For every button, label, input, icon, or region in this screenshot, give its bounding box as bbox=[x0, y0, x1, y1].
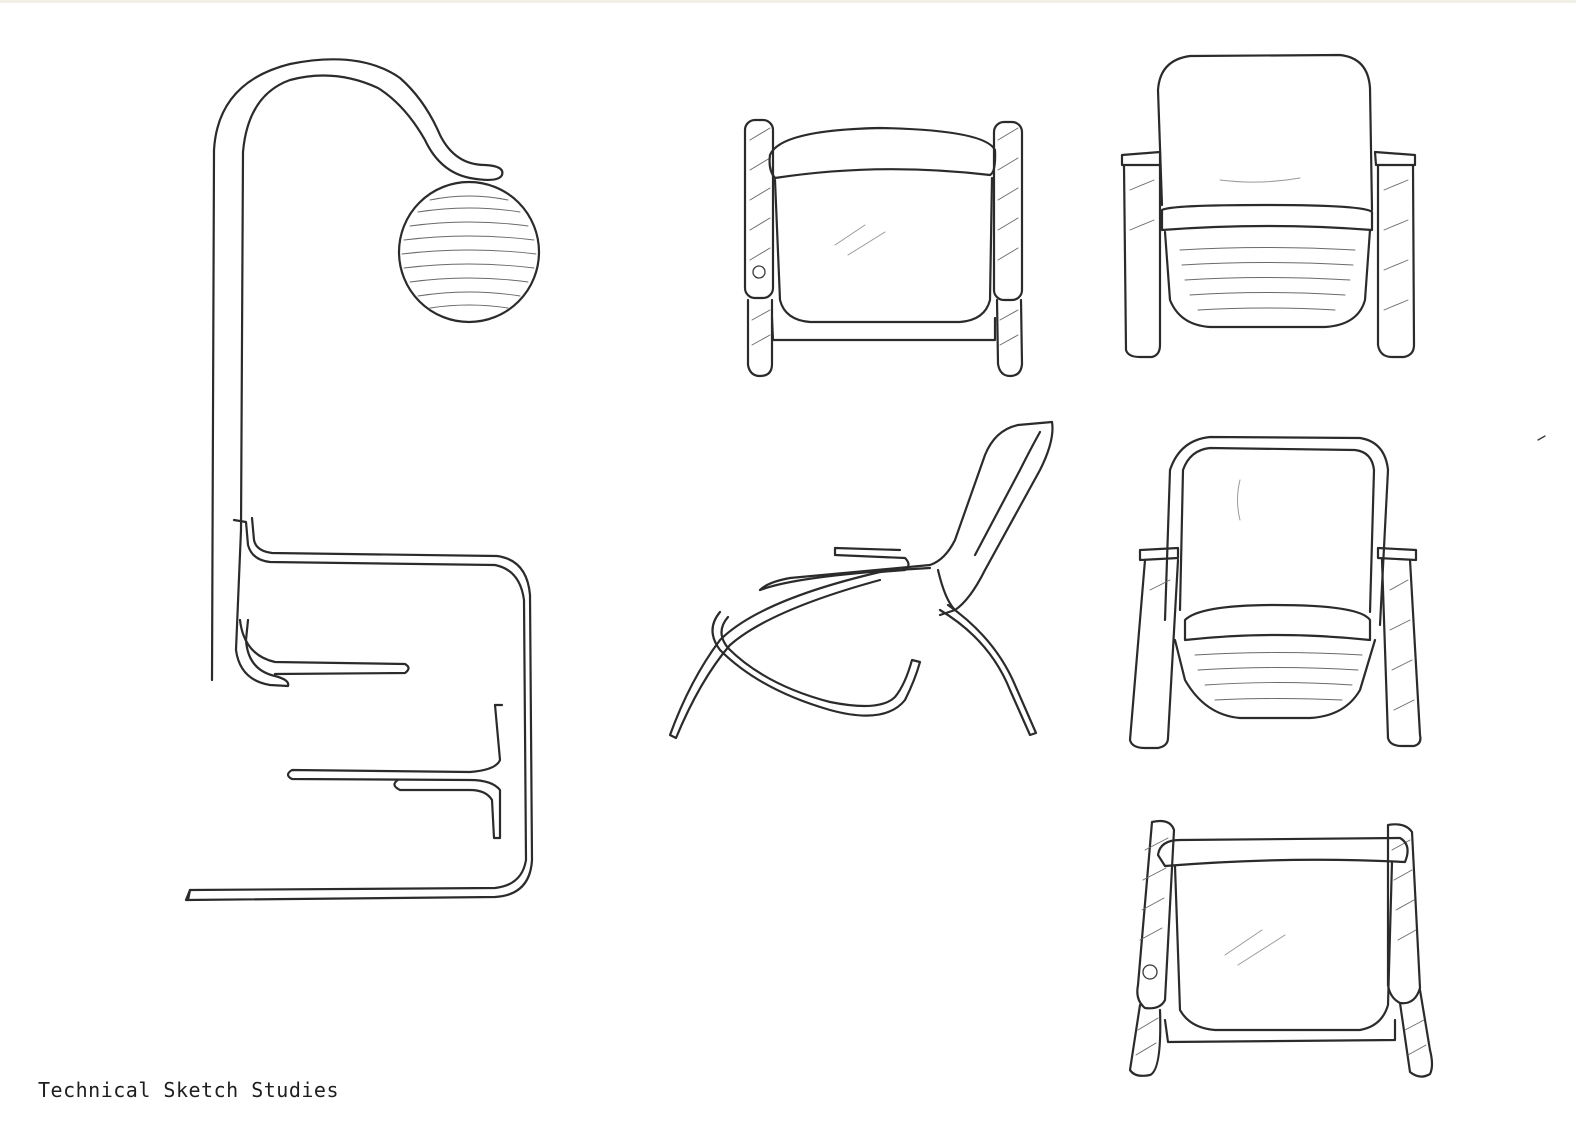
chair-top-view-1 bbox=[743, 118, 1024, 378]
chair-front-view-1 bbox=[1120, 53, 1417, 359]
chair-front-view-2 bbox=[1128, 435, 1422, 750]
chair-knob-2 bbox=[1142, 964, 1158, 980]
lamp-globe-hatching bbox=[401, 195, 537, 309]
stray-mark bbox=[1537, 435, 1546, 441]
floor-lamp-sketch bbox=[184, 58, 541, 902]
chair-side-view bbox=[668, 420, 1054, 740]
sheet-caption: Technical Sketch Studies bbox=[38, 1078, 339, 1102]
chair-knob bbox=[752, 265, 766, 279]
top-edge bbox=[0, 0, 1576, 3]
lamp-globe bbox=[397, 180, 541, 324]
chair-top-view-2 bbox=[1128, 819, 1434, 1078]
